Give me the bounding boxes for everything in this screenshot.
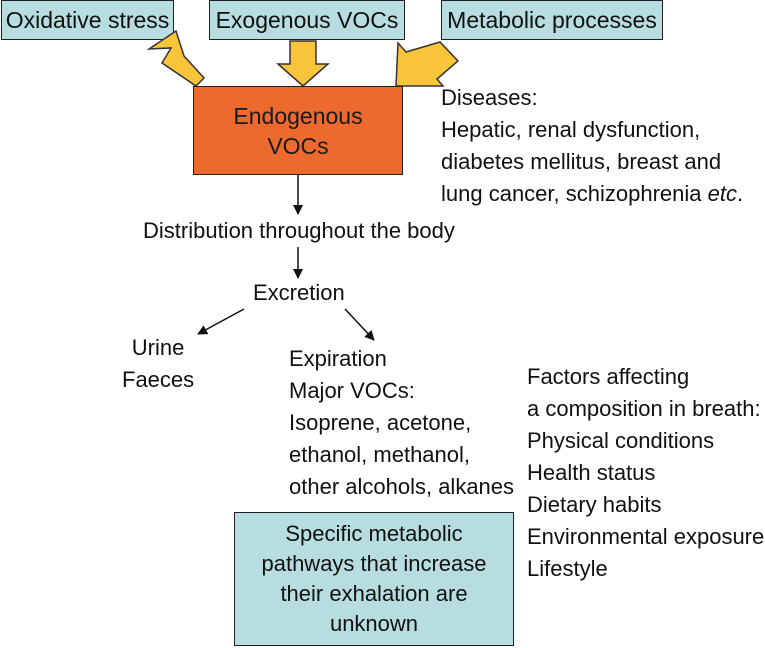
endogenous-vocs-box: Endogenous VOCs xyxy=(193,86,403,175)
endogenous-line2: VOCs xyxy=(267,132,329,159)
diseases-line2: diabetes mellitus, breast and xyxy=(441,149,722,174)
unknown-line2: pathways that increase xyxy=(261,551,487,576)
oxidative-stress-box: Oxidative stress xyxy=(1,0,174,40)
diseases-etc: etc xyxy=(707,181,737,206)
urine-faeces-text: Urine Faeces xyxy=(122,332,194,396)
diseases-text: Diseases: Hepatic, renal dysfunction, di… xyxy=(441,82,743,210)
factors-line1: Factors affecting xyxy=(527,364,690,389)
diseases-line3-post: . xyxy=(736,181,744,206)
factor-item: Physical conditions xyxy=(527,428,715,453)
excretion-text: Excretion xyxy=(253,280,345,305)
arrow-to-expiration xyxy=(344,308,375,341)
factors-text: Factors affecting a composition in breat… xyxy=(527,361,764,585)
unknown-line4: unknown xyxy=(329,611,419,636)
diseases-line3-pre: lung cancer, schizophrenia xyxy=(441,181,708,206)
diseases-title: Diseases: xyxy=(441,85,538,110)
factor-item: Lifestyle xyxy=(527,556,608,581)
metabolic-processes-box: Metabolic processes xyxy=(441,0,663,40)
expiration-line4: other alcohols, alkanes xyxy=(289,474,515,499)
factors-line2: a composition in breath: xyxy=(527,396,761,421)
block-arrow-left xyxy=(146,29,206,87)
diseases-line1: Hepatic, renal dysfunction, xyxy=(441,117,701,142)
unknown-pathways-box: Specific metabolic pathways that increas… xyxy=(234,512,514,646)
exogenous-vocs-box: Exogenous VOCs xyxy=(209,0,405,40)
factor-item: Environmental exposure xyxy=(527,524,765,549)
block-arrow-middle xyxy=(276,40,330,87)
expiration-line2: Isoprene, acetone, xyxy=(289,410,472,435)
metabolic-processes-label: Metabolic processes xyxy=(447,7,657,33)
unknown-line3: their exhalation are xyxy=(280,581,468,606)
expiration-text: Expiration Major VOCs: Isoprene, acetone… xyxy=(289,343,514,503)
distribution-text: Distribution throughout the body xyxy=(143,218,455,243)
urine-label: Urine xyxy=(131,335,185,360)
endogenous-line1: Endogenous xyxy=(233,102,363,129)
exogenous-vocs-label: Exogenous VOCs xyxy=(215,7,399,33)
factor-item: Health status xyxy=(527,460,656,485)
factor-item: Dietary habits xyxy=(527,492,662,517)
unknown-line1: Specific metabolic xyxy=(285,521,463,546)
block-arrow-right xyxy=(395,41,460,87)
oxidative-stress-label: Oxidative stress xyxy=(5,7,170,33)
faeces-label: Faeces xyxy=(122,367,195,392)
arrow-to-urine xyxy=(197,308,245,335)
diseases-line3: lung cancer, schizophrenia etc. xyxy=(441,178,743,210)
expiration-line3: ethanol, methanol, xyxy=(289,442,471,467)
expiration-title: Expiration xyxy=(289,346,387,371)
expiration-line1: Major VOCs: xyxy=(289,378,415,403)
